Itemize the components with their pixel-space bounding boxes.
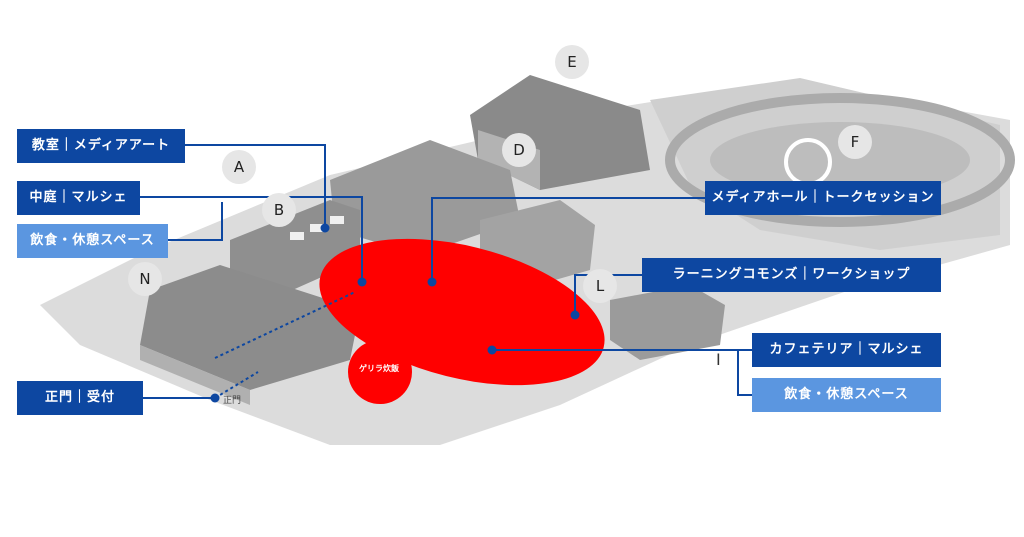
cafeteria-dot (487, 345, 497, 355)
window (290, 232, 304, 240)
gate-route (214, 291, 356, 359)
label-cafeteria[interactable]: カフェテリア｜マルシェ (752, 333, 941, 367)
gate-dot (210, 393, 220, 403)
media-hall-line (431, 197, 705, 282)
building-marker-a: A (222, 150, 256, 184)
learning-dot (570, 310, 580, 320)
building-marker-e: E (555, 45, 589, 79)
building-marker-d: D (502, 133, 536, 167)
food-right-line (737, 350, 752, 396)
gate-small-label: 正門 (223, 396, 242, 406)
courtyard-dot (357, 277, 367, 287)
courtyard-line (140, 196, 363, 282)
building-marker-b: B (262, 193, 296, 227)
classroom-dot (320, 223, 330, 233)
label-food-left[interactable]: 飲食・休憩スペース (17, 224, 168, 258)
window (310, 224, 324, 232)
building-marker-f: F (838, 125, 872, 159)
media-hall-dot (427, 277, 437, 287)
label-media-hall[interactable]: メディアホール｜トークセッション (705, 181, 941, 215)
gate-route (214, 371, 259, 399)
building-marker-i: I (716, 350, 721, 369)
label-classroom[interactable]: 教室｜メディアアート (17, 129, 185, 163)
building-n-face (140, 345, 250, 405)
guerrilla-area (348, 340, 412, 404)
building-marker-n: N (128, 262, 162, 296)
learning-line (574, 274, 642, 315)
window (330, 216, 344, 224)
classroom-line (185, 144, 326, 228)
building-l (610, 285, 725, 360)
building-marker-l: L (583, 269, 617, 303)
food-left-line (168, 202, 223, 241)
running-track (665, 93, 1015, 227)
building-n (140, 265, 360, 390)
label-learning[interactable]: ラーニングコモンズ｜ワークショップ (642, 258, 941, 292)
guerrilla-label: ゲリラ炊飯 (359, 364, 399, 373)
track-field (710, 122, 970, 198)
label-food-right[interactable]: 飲食・休憩スペース (752, 378, 941, 412)
label-gate[interactable]: 正門｜受付 (17, 381, 143, 415)
label-courtyard[interactable]: 中庭｜マルシェ (17, 181, 140, 215)
building-d (330, 140, 520, 255)
